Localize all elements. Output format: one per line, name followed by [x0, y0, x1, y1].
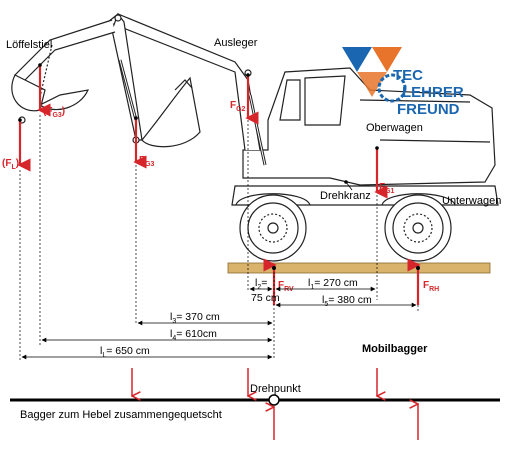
force-label-fg2: FG2 [230, 100, 246, 113]
label-mobilbagger: Mobilbagger [362, 343, 428, 355]
label-loeffelstiel: Löffelstiel [6, 39, 52, 51]
dim-l2-symbol: l2= [255, 277, 267, 291]
dim-ll: lL= 650 cm [100, 345, 150, 359]
label-oberwagen: Oberwagen [366, 122, 423, 134]
logo-line-1: TEC [393, 67, 423, 84]
force-label-frh: FRH [423, 280, 439, 293]
force-label-fg1: FG1 [379, 182, 395, 195]
logo-line-2: LEHRER [402, 84, 464, 101]
dim-l3: l3= 370 cm [170, 311, 220, 325]
ground-strip [227, 262, 491, 274]
force-label-fg3: FG3 [139, 155, 155, 168]
label-drehkranz: Drehkranz [320, 190, 371, 202]
force-label-fl: (FL) [2, 158, 19, 171]
lever-model [10, 368, 500, 440]
dim-l5: l5= 380 cm [322, 294, 372, 308]
dim-l4: l4= 610cm [170, 328, 217, 342]
tec-lehrer-freund-logo: TEC LEHRER FREUND [342, 47, 464, 118]
force-label-frv: FRV [278, 280, 294, 293]
excavator-drawing [11, 12, 499, 262]
dimension-lines [21, 286, 417, 360]
pivot-point [268, 394, 280, 406]
label-unterwagen: Unterwagen [442, 195, 501, 207]
extension-lines [19, 115, 419, 360]
label-hebel-caption: Bagger zum Hebel zusammengequetscht [20, 409, 222, 421]
label-ausleger: Ausleger [214, 37, 258, 49]
dim-l1: l1= 270 cm [308, 277, 358, 291]
label-drehpunkt: Drehpunkt [250, 383, 301, 395]
dim-l2-value: 75 cm [251, 292, 280, 304]
force-label-fg3-paren: (FG3) [43, 106, 65, 119]
logo-line-3: FREUND [397, 101, 460, 118]
